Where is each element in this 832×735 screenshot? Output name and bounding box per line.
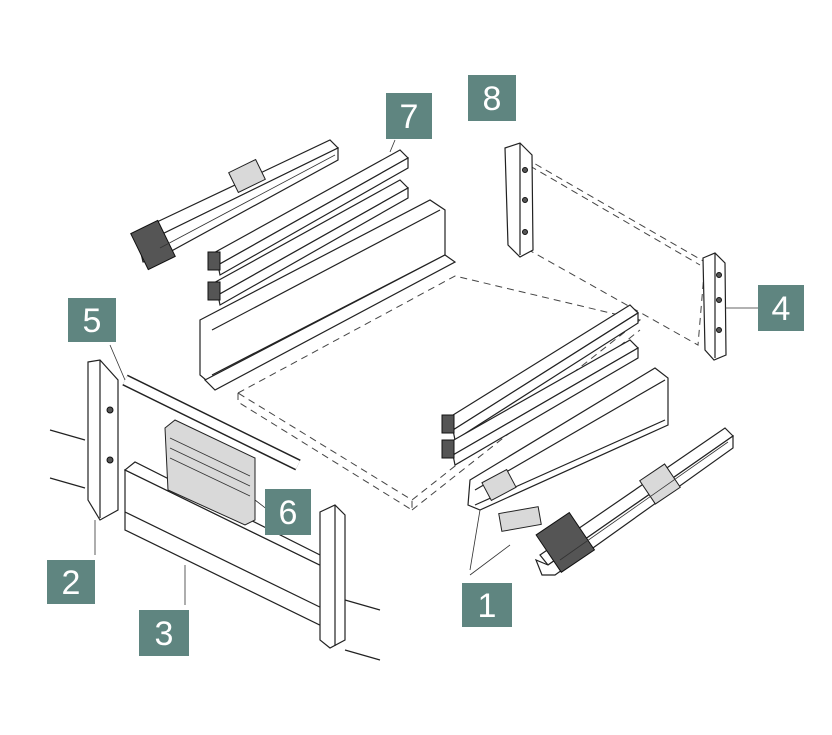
callout-1-label: 1 — [478, 587, 497, 625]
callout-1: 1 — [462, 583, 512, 627]
front-bracket-right — [319, 504, 381, 661]
callout-6-label: 6 — [279, 494, 298, 532]
callout-5: 5 — [68, 298, 116, 342]
drawer-side-left — [199, 199, 457, 391]
runner-right — [498, 427, 734, 576]
callout-2-label: 2 — [62, 564, 81, 602]
callout-2: 2 — [47, 560, 95, 604]
callout-4-label: 4 — [772, 290, 791, 328]
callout-8-label: 8 — [483, 80, 502, 118]
gallery-rails-right — [441, 304, 639, 466]
back-bracket-right — [702, 252, 727, 361]
gallery-rod — [122, 374, 301, 471]
callout-7: 7 — [386, 93, 432, 139]
back-bracket-left — [504, 142, 534, 258]
callout-8: 8 — [468, 75, 516, 121]
front-bracket-left — [49, 359, 119, 521]
gallery-rails-left — [207, 149, 409, 306]
callout-3-label: 3 — [155, 615, 174, 653]
callout-5-label: 5 — [83, 302, 102, 340]
leader-lines — [94, 139, 758, 605]
runner-left — [130, 139, 340, 271]
callout-3: 3 — [139, 610, 189, 656]
callout-4: 4 — [758, 285, 804, 331]
callout-6: 6 — [265, 489, 311, 535]
drawer-side-right — [467, 367, 669, 511]
rod-holder — [164, 419, 256, 526]
back-panel — [519, 157, 706, 346]
callout-7-label: 7 — [400, 98, 419, 136]
